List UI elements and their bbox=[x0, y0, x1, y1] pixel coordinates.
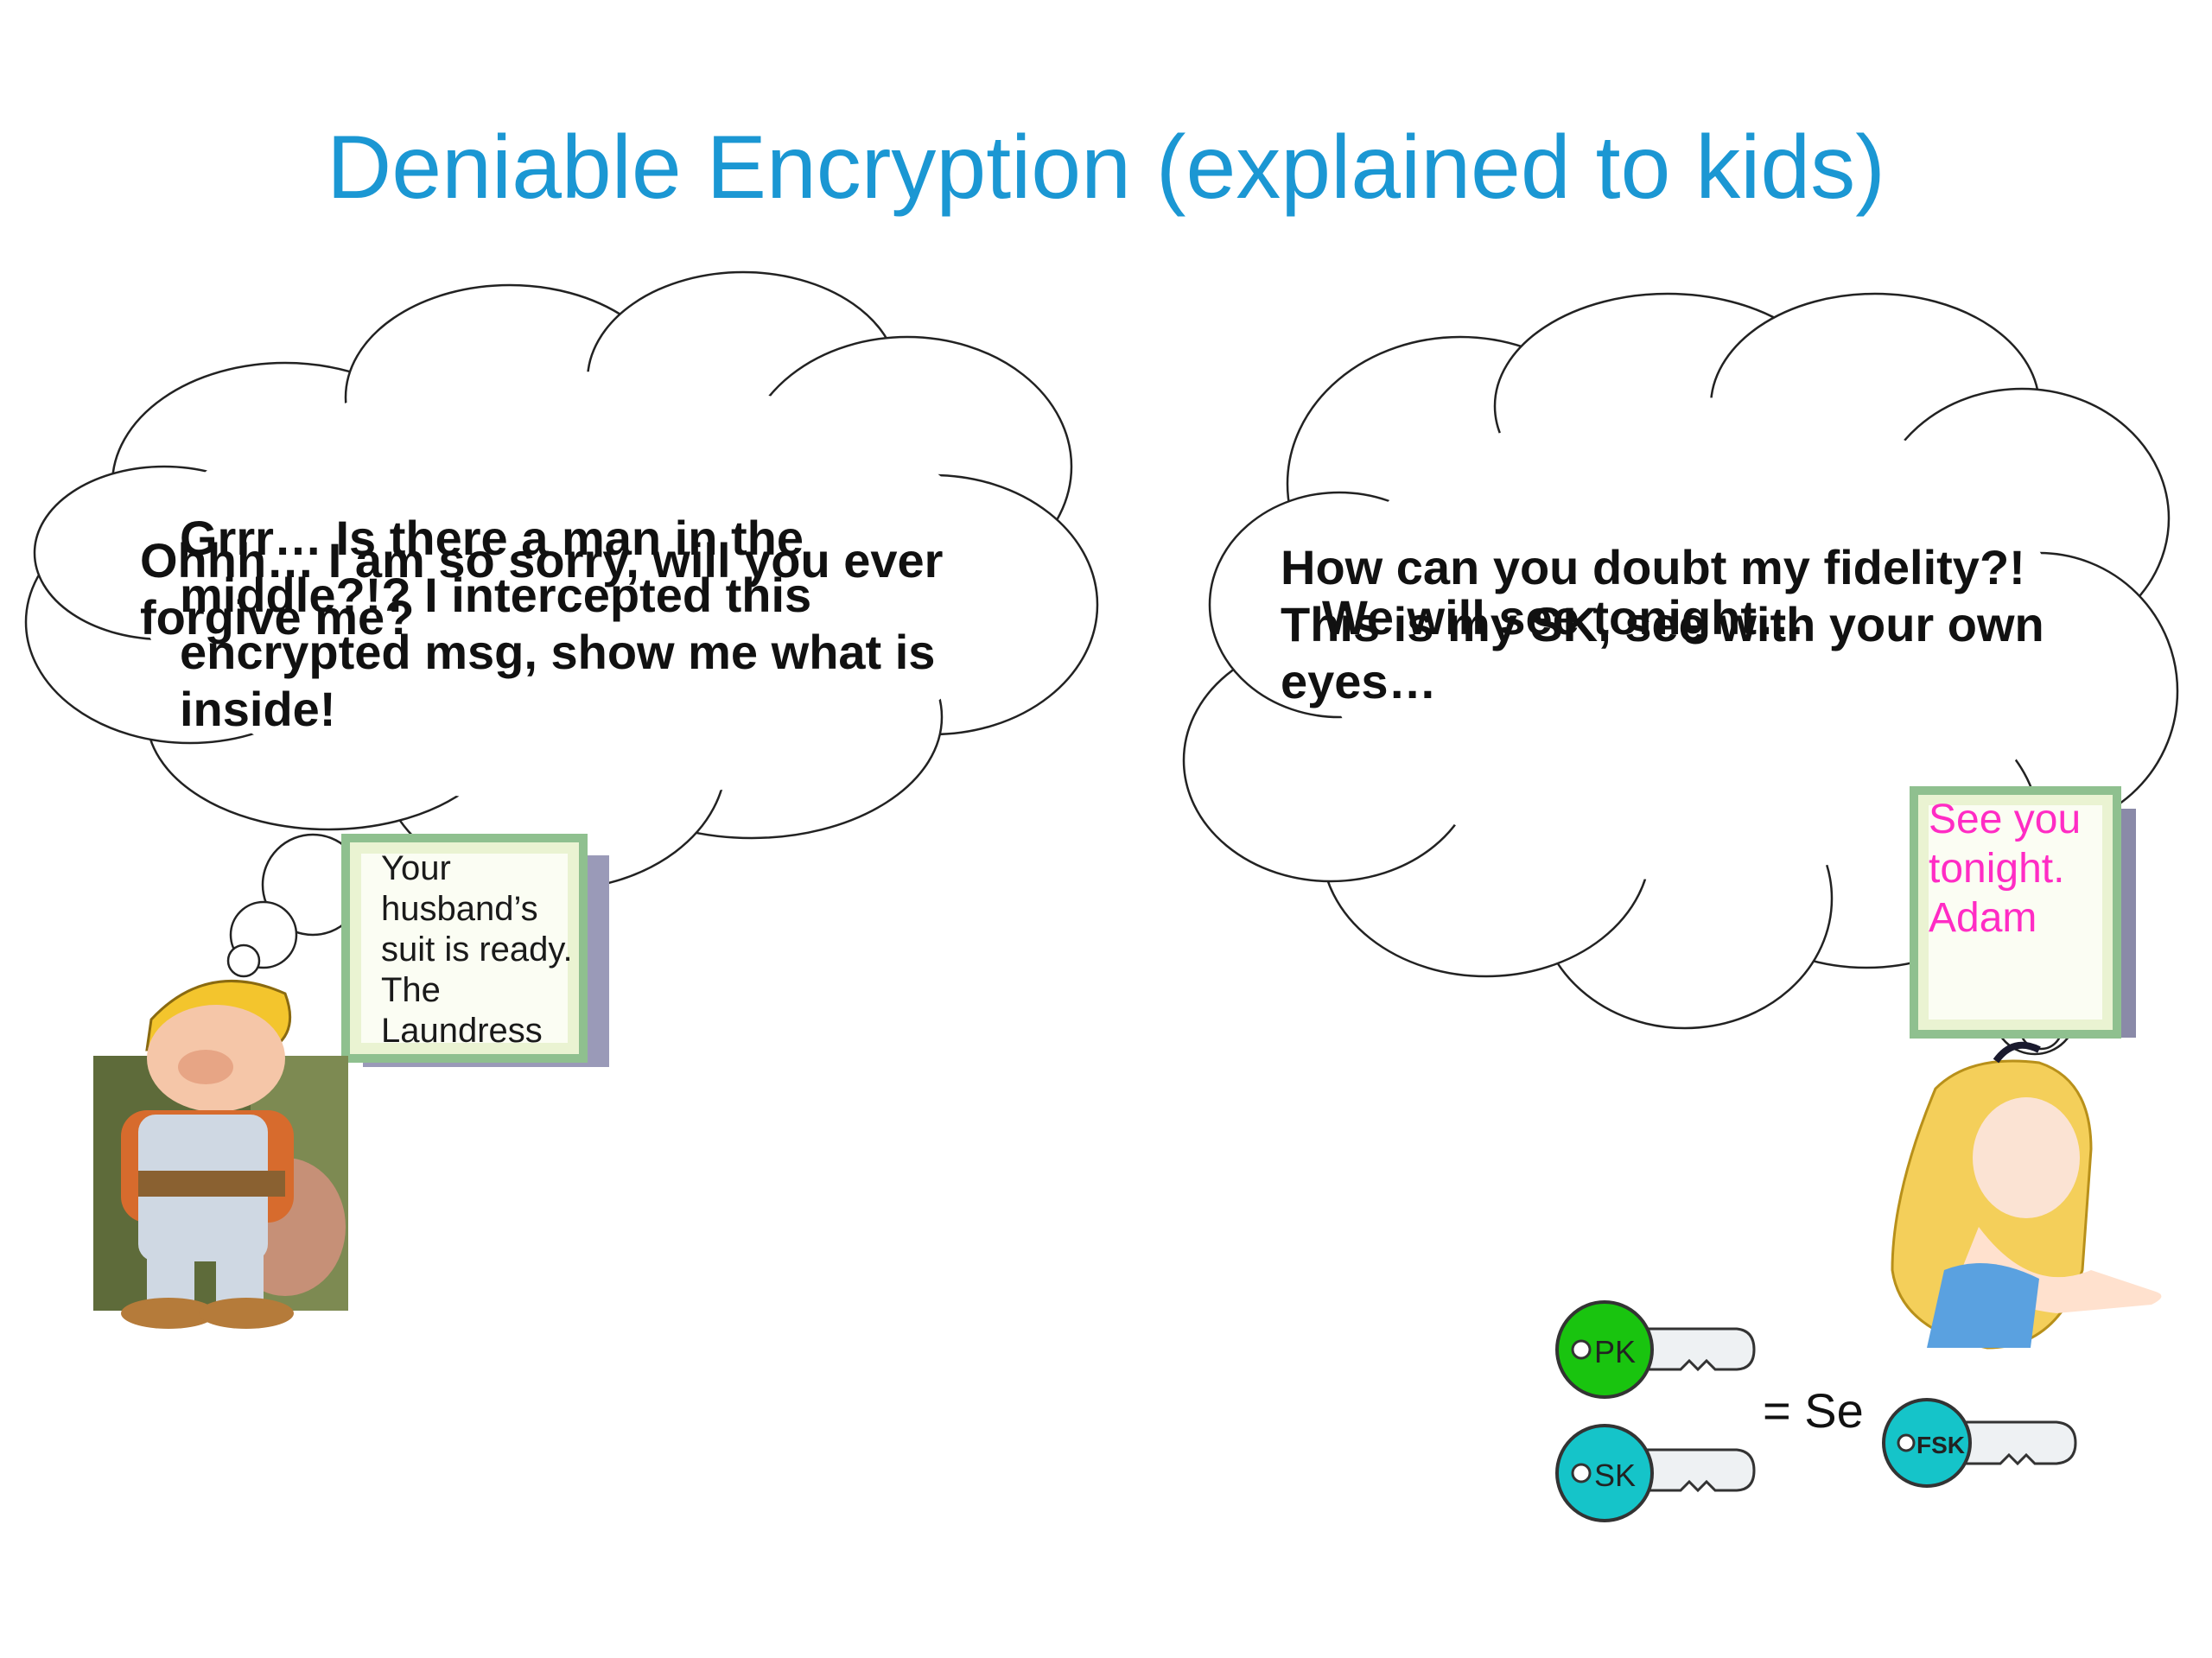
left-thought-trail bbox=[226, 833, 365, 978]
right-bubble-text-a: How can you doubt my fidelity?! This is … bbox=[1281, 540, 2044, 708]
fsk-label: FSK bbox=[1916, 1432, 1965, 1458]
fsk-key-icon: FSK bbox=[1882, 1398, 2077, 1488]
sk-label: SK bbox=[1594, 1458, 1636, 1493]
right-bubble-text-b: We will see tonight… bbox=[1322, 590, 1806, 645]
pk-label: PK bbox=[1594, 1334, 1636, 1369]
left-thought-cloud bbox=[24, 270, 1099, 892]
left-bubble-text-a: Grrr… Is there a man in the middle?!? I … bbox=[180, 511, 936, 736]
left-note-paper bbox=[341, 834, 609, 1067]
adam-note-text: See you tonight. Adam bbox=[1929, 797, 2082, 941]
key-equation-text: = Se bbox=[1763, 1383, 1864, 1438]
laundress-note-text: Your husband’s suit is ready. The Laundr… bbox=[381, 849, 573, 1050]
alice-character bbox=[1891, 1041, 2162, 1350]
slide-title: Deniable Encryption (explained to kids) bbox=[327, 118, 1885, 218]
right-note-paper bbox=[1910, 786, 2136, 1039]
left-bubble-text-b: Ohhh… I am so sorry, will you ever forgi… bbox=[140, 533, 944, 645]
pk-key-icon: PK bbox=[1555, 1300, 1756, 1399]
builder-character bbox=[93, 979, 348, 1329]
sk-key-icon: SK bbox=[1555, 1424, 1756, 1522]
